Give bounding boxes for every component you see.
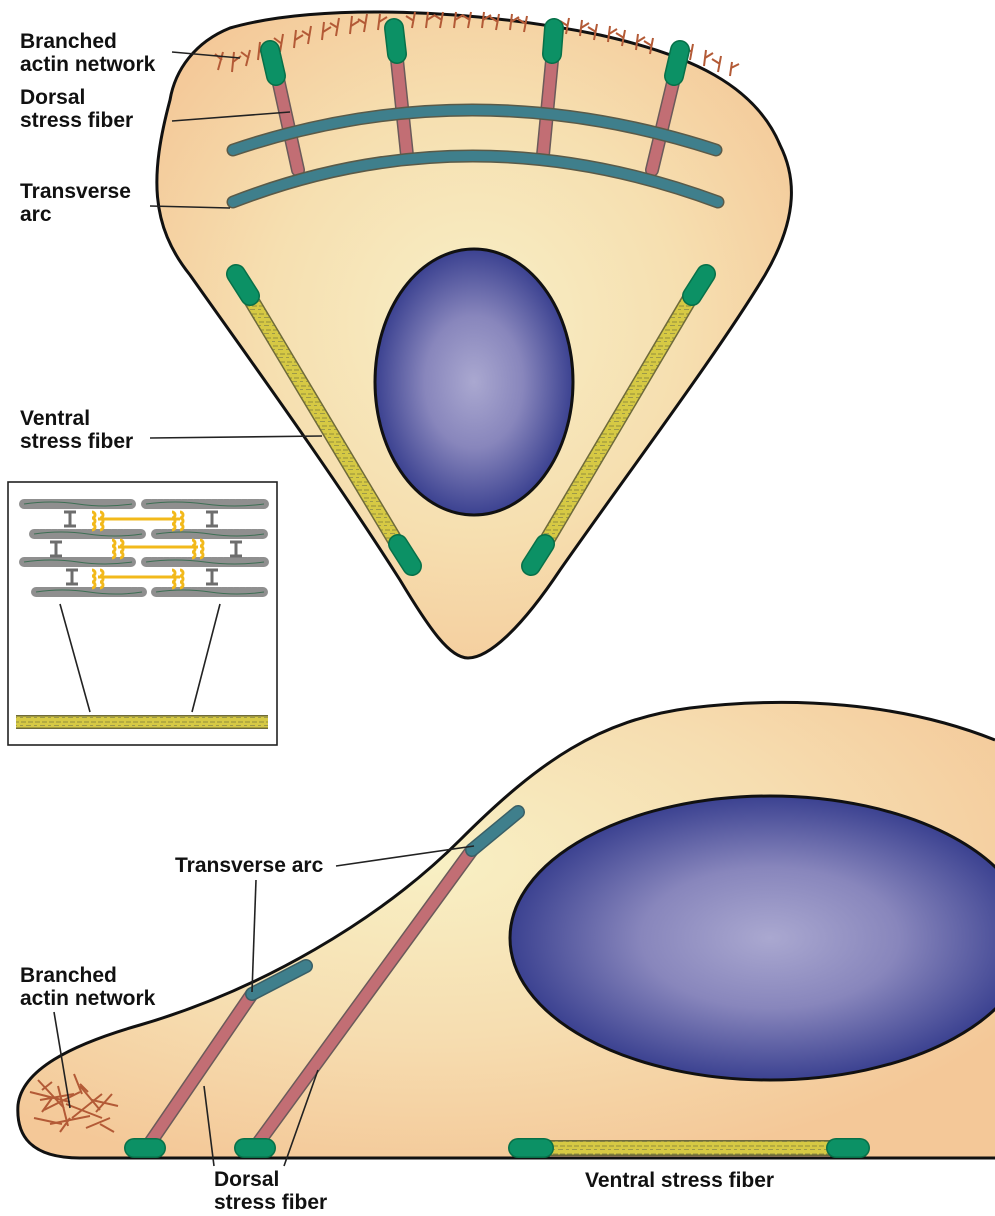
label-side-ventral: Ventral stress fiber <box>585 1169 774 1192</box>
label-side-branched-line1: Branched <box>20 964 117 987</box>
top-nucleus <box>375 249 573 515</box>
label-branched-actin-line2: actin network <box>20 53 156 76</box>
side-cell <box>18 702 995 1158</box>
label-branched-actin-line1: Branched <box>20 30 117 53</box>
label-dorsal-line1: Dorsal <box>20 86 85 109</box>
label-side-dorsal-line2: stress fiber <box>214 1191 327 1214</box>
inset-fiber-structure <box>8 482 277 745</box>
label-ventral-line2: stress fiber <box>20 430 133 453</box>
label-side-transverse-arc: Transverse arc <box>175 854 324 877</box>
label-transverse-line1: Transverse <box>20 180 131 203</box>
label-side-branched-line2: actin network <box>20 987 156 1010</box>
label-side-dorsal-line1: Dorsal <box>214 1168 279 1191</box>
leader-ventral <box>150 436 322 438</box>
side-nucleus <box>510 796 995 1080</box>
label-dorsal-line2: stress fiber <box>20 109 133 132</box>
label-ventral-line1: Ventral <box>20 407 90 430</box>
label-transverse-line2: arc <box>20 203 52 226</box>
inset-frame <box>8 482 277 745</box>
leader-side-transverse-lower <box>252 880 256 992</box>
